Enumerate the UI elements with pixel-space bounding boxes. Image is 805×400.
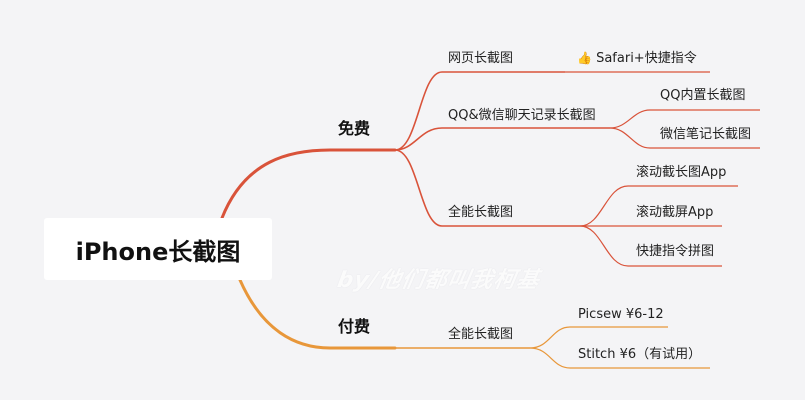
node-web-screenshot: 网页长截图 [448,51,514,66]
connector-all-shortcut [579,225,722,267]
connector-chat-wx [609,127,760,149]
connector-free-web [394,71,565,151]
node-picsew: Picsew ¥6-12 [578,307,664,322]
node-scroll-long-app: 滚动截长图App [636,165,727,180]
node-stitch: Stitch ¥6（有试用） [578,347,702,362]
root-label: iPhone长截图 [75,237,241,266]
connector-chat-qq [609,109,760,129]
branch-free-label: 免费 [338,119,371,138]
connector-free-chat [394,127,610,151]
connector-all-scroll-app [579,185,738,227]
connector-paid-picsew [529,326,668,349]
branch-paid-label: 付费 [338,317,371,336]
node-qq-screenshot: QQ内置长截图 [660,88,746,103]
safari-shortcut-label: Safari+快捷指令 [596,51,697,66]
node-all-screenshot-free: 全能长截图 [448,205,514,220]
node-safari-shortcut: 👍 Safari+快捷指令 [577,50,697,67]
node-scroll-screen-app: 滚动截屏App [636,205,714,220]
node-wechat-note: 微信笔记长截图 [660,127,752,142]
thumbs-up-icon: 👍 [577,51,592,65]
connector-free-all [394,149,580,227]
connector-root-paid [238,278,397,350]
node-chat-screenshot: QQ&微信聊天记录长截图 [448,108,596,123]
node-shortcut-stitch: 快捷指令拼图 [636,244,715,259]
node-all-screenshot-paid: 全能长截图 [448,327,514,342]
root-node: iPhone长截图 [44,218,272,280]
watermark-text: by/他们都叫我柯基 [335,268,542,293]
connector-paid-stitch [529,347,710,369]
connector-root-free [220,148,397,220]
